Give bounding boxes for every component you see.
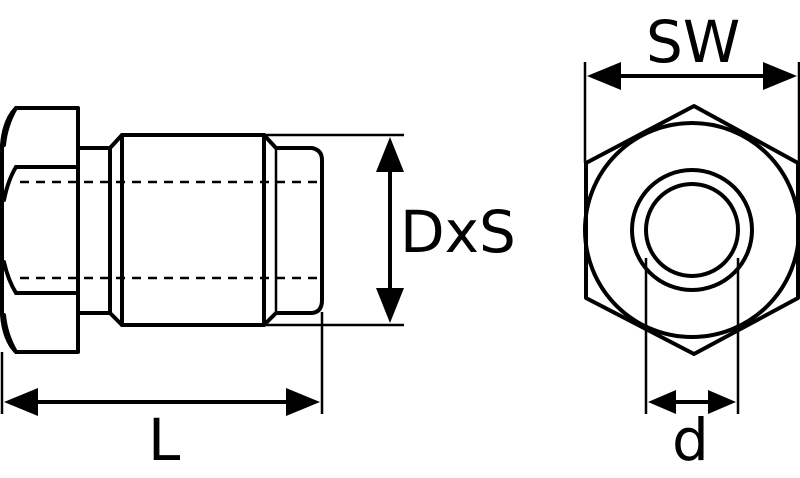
bore-inner-circle xyxy=(644,182,740,278)
bore-outer-circle xyxy=(630,168,754,292)
end-view: SW d xyxy=(583,8,800,474)
sw-label: SW xyxy=(646,8,740,76)
hex-outline-end xyxy=(584,104,800,356)
d-arrow-right xyxy=(708,390,736,414)
dxs-label: DxS xyxy=(400,198,516,266)
hidden-bore-lines xyxy=(20,180,322,280)
sw-dimension xyxy=(587,62,797,90)
sw-arrow-right xyxy=(763,62,797,90)
neck-side xyxy=(76,146,112,315)
side-view: DxS L xyxy=(0,106,516,474)
thread-body-side xyxy=(108,133,324,327)
d-label: d xyxy=(672,406,709,474)
d-dimension xyxy=(648,390,736,414)
dxs-arrow-bottom xyxy=(376,288,404,323)
l-label: L xyxy=(148,406,180,474)
hex-chamfer-circle xyxy=(583,121,800,339)
l-arrow-right xyxy=(286,388,320,416)
l-dimension xyxy=(4,388,320,416)
sw-arrow-left xyxy=(587,62,621,90)
dxs-arrow-top xyxy=(376,137,404,172)
hex-head-side xyxy=(0,106,80,354)
l-arrow-left xyxy=(4,388,38,416)
dxs-dimension xyxy=(376,137,404,323)
d-arrow-left xyxy=(648,390,676,414)
